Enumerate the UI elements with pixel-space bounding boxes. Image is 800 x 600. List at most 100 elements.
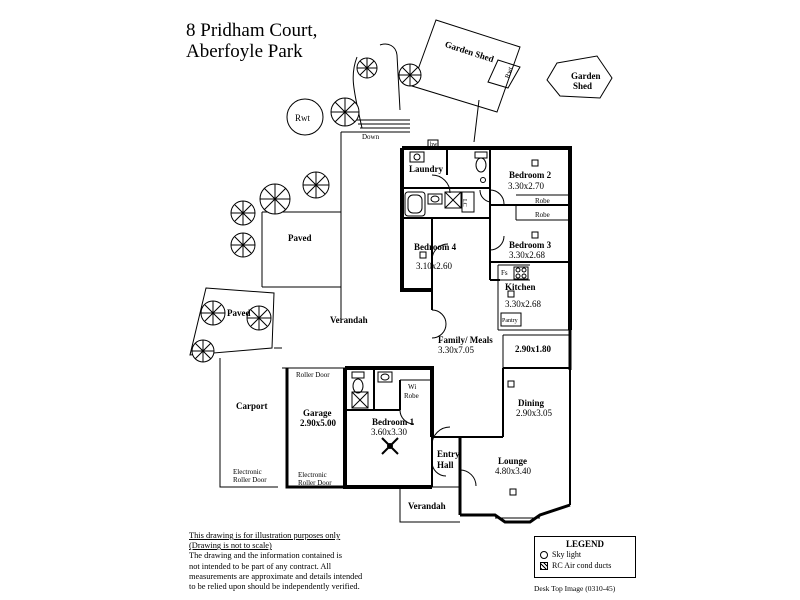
shower-icon: [351, 391, 369, 409]
duct-icon: [540, 561, 548, 570]
bedroom2-label: Bedroom 2: [509, 170, 552, 180]
garden-shed-2-label-2: Shed: [573, 81, 592, 91]
garden-shed-label: Garden Shed: [444, 39, 495, 64]
carport-label: Carport: [236, 401, 268, 411]
tree-icon: [191, 339, 215, 363]
kitchen-label: Kitchen: [505, 282, 536, 292]
footer-image-id: Desk Top Image (0310-45): [534, 584, 616, 593]
title-line-2: Aberfoyle Park: [186, 41, 303, 62]
disclaimer-line: not intended to be part of any contract.…: [189, 561, 332, 571]
bedroom3-label: Bedroom 3: [509, 240, 552, 250]
site-lines: [189, 19, 613, 488]
verandah-label: Verandah: [330, 315, 368, 325]
title-line-1: 8 Pridham Court,: [186, 20, 318, 41]
fs-label: Fs: [501, 269, 508, 277]
verandah-front-label: Verandah: [408, 501, 446, 511]
wi-robe-label: Wi: [408, 383, 416, 391]
tree-icon: [246, 305, 272, 331]
basin-icon: [377, 371, 393, 383]
tree-icon: [259, 183, 291, 215]
laundry-label: Laundry: [409, 164, 444, 174]
electronic-roller-door-label-2: Roller Door: [233, 476, 267, 484]
garden-shed-2-label: Garden: [571, 71, 601, 81]
doors: [399, 174, 505, 487]
duct-icon: [507, 380, 515, 388]
lc-label: LC: [461, 199, 467, 207]
dining-size: 2.90x3.05: [516, 408, 553, 418]
rwt-label: Rwt: [503, 66, 514, 80]
skylight-icon: [540, 550, 548, 559]
disclaimer-line: (Drawing is not to scale): [189, 541, 272, 551]
disclaimer-line: This drawing is for illustration purpose…: [189, 531, 341, 540]
legend-ducts-label: RC Air cond ducts: [552, 561, 612, 570]
duct-icons: [419, 159, 539, 496]
rwt-tank-label: Rwt: [295, 113, 311, 123]
page-title: 8 Pridham Court, Aberfoyle Park: [186, 20, 317, 62]
trough-icon: [409, 151, 425, 163]
kitchen-size: 3.30x2.68: [505, 299, 542, 309]
wi-robe-label-2: Robe: [404, 392, 419, 400]
family-meals-size: 3.30x7.05: [438, 345, 475, 355]
bath-icon: [404, 191, 426, 217]
family-meals-label: Family/ Meals: [438, 335, 493, 345]
electronic-roller-door-label-2: Roller Door: [298, 479, 332, 487]
stove-icon: [513, 266, 529, 280]
duct-icon: [531, 231, 539, 239]
pantry-label: Pantry: [502, 318, 518, 324]
duct-icon: [531, 159, 539, 167]
bedroom4-size: 3.10x2.60: [416, 261, 453, 271]
tree-icon: [230, 232, 256, 258]
bedroom1-size: 3.60x3.30: [371, 427, 408, 437]
ceiling-fan-icon: [381, 437, 399, 455]
skylight-icons: [480, 177, 486, 183]
bedroom3-size: 3.30x2.68: [509, 250, 546, 260]
down-label: Down: [362, 133, 380, 141]
entry-label-2: Hall: [437, 460, 454, 470]
duct-icon: [507, 290, 515, 298]
disclaimer-line: measurements are approximate and details…: [189, 571, 363, 581]
lounge-size: 4.80x3.40: [495, 466, 532, 476]
paved-label: Paved: [288, 233, 312, 243]
legend-item: RC Air cond ducts: [540, 560, 635, 571]
garage-label: Garage: [303, 408, 332, 418]
skylight-icon: [480, 177, 486, 183]
garage-size: 2.90x5.00: [300, 418, 337, 428]
house-walls: [282, 139, 572, 524]
alcove-size: 2.90x1.80: [515, 344, 552, 354]
robe-label: Robe: [535, 211, 550, 219]
dining-label: Dining: [518, 398, 545, 408]
duct-icon: [509, 488, 517, 496]
bedroom4-label: Bedroom 4: [414, 242, 457, 252]
disclaimer: This drawing is for illustration purpose…: [189, 531, 362, 592]
legend-skylight-label: Sky light: [552, 550, 582, 559]
paved-label-2: Paved: [227, 308, 251, 318]
fixtures: [351, 151, 529, 409]
roller-door-label: Roller Door: [296, 371, 330, 379]
room-labels: Garden Shed Rwt Garden Shed Rwt Down hw …: [227, 39, 601, 511]
electronic-roller-door-label: Electronic: [298, 471, 327, 479]
disclaimer-line: The drawing and the information containe…: [189, 551, 343, 561]
bedroom2-size: 3.30x2.70: [508, 181, 545, 191]
legend-item: Sky light: [540, 549, 635, 560]
disclaimer-line: to be relied upon should be independentl…: [189, 582, 360, 592]
robe-label: Robe: [535, 197, 550, 205]
hw-label: hw: [430, 142, 438, 148]
vanity-icon: [427, 193, 443, 205]
tree-icon: [330, 97, 360, 127]
toilet-icon: [351, 371, 365, 394]
shower-icon: [444, 191, 462, 209]
legend-title: LEGEND: [565, 539, 604, 549]
tree-icon: [302, 171, 330, 199]
tree-icon: [230, 200, 256, 226]
duct-icon: [419, 251, 427, 259]
entry-label: Entry: [437, 449, 460, 459]
lounge-label: Lounge: [498, 456, 527, 466]
tree-icon: [200, 300, 226, 326]
tree-icons: [191, 57, 422, 363]
tree-icon: [356, 57, 378, 79]
bedroom1-label: Bedroom 1: [372, 417, 415, 427]
electronic-roller-door-label: Electronic: [233, 468, 262, 476]
tree-icon: [398, 63, 422, 87]
toilet-icon: [474, 151, 488, 173]
